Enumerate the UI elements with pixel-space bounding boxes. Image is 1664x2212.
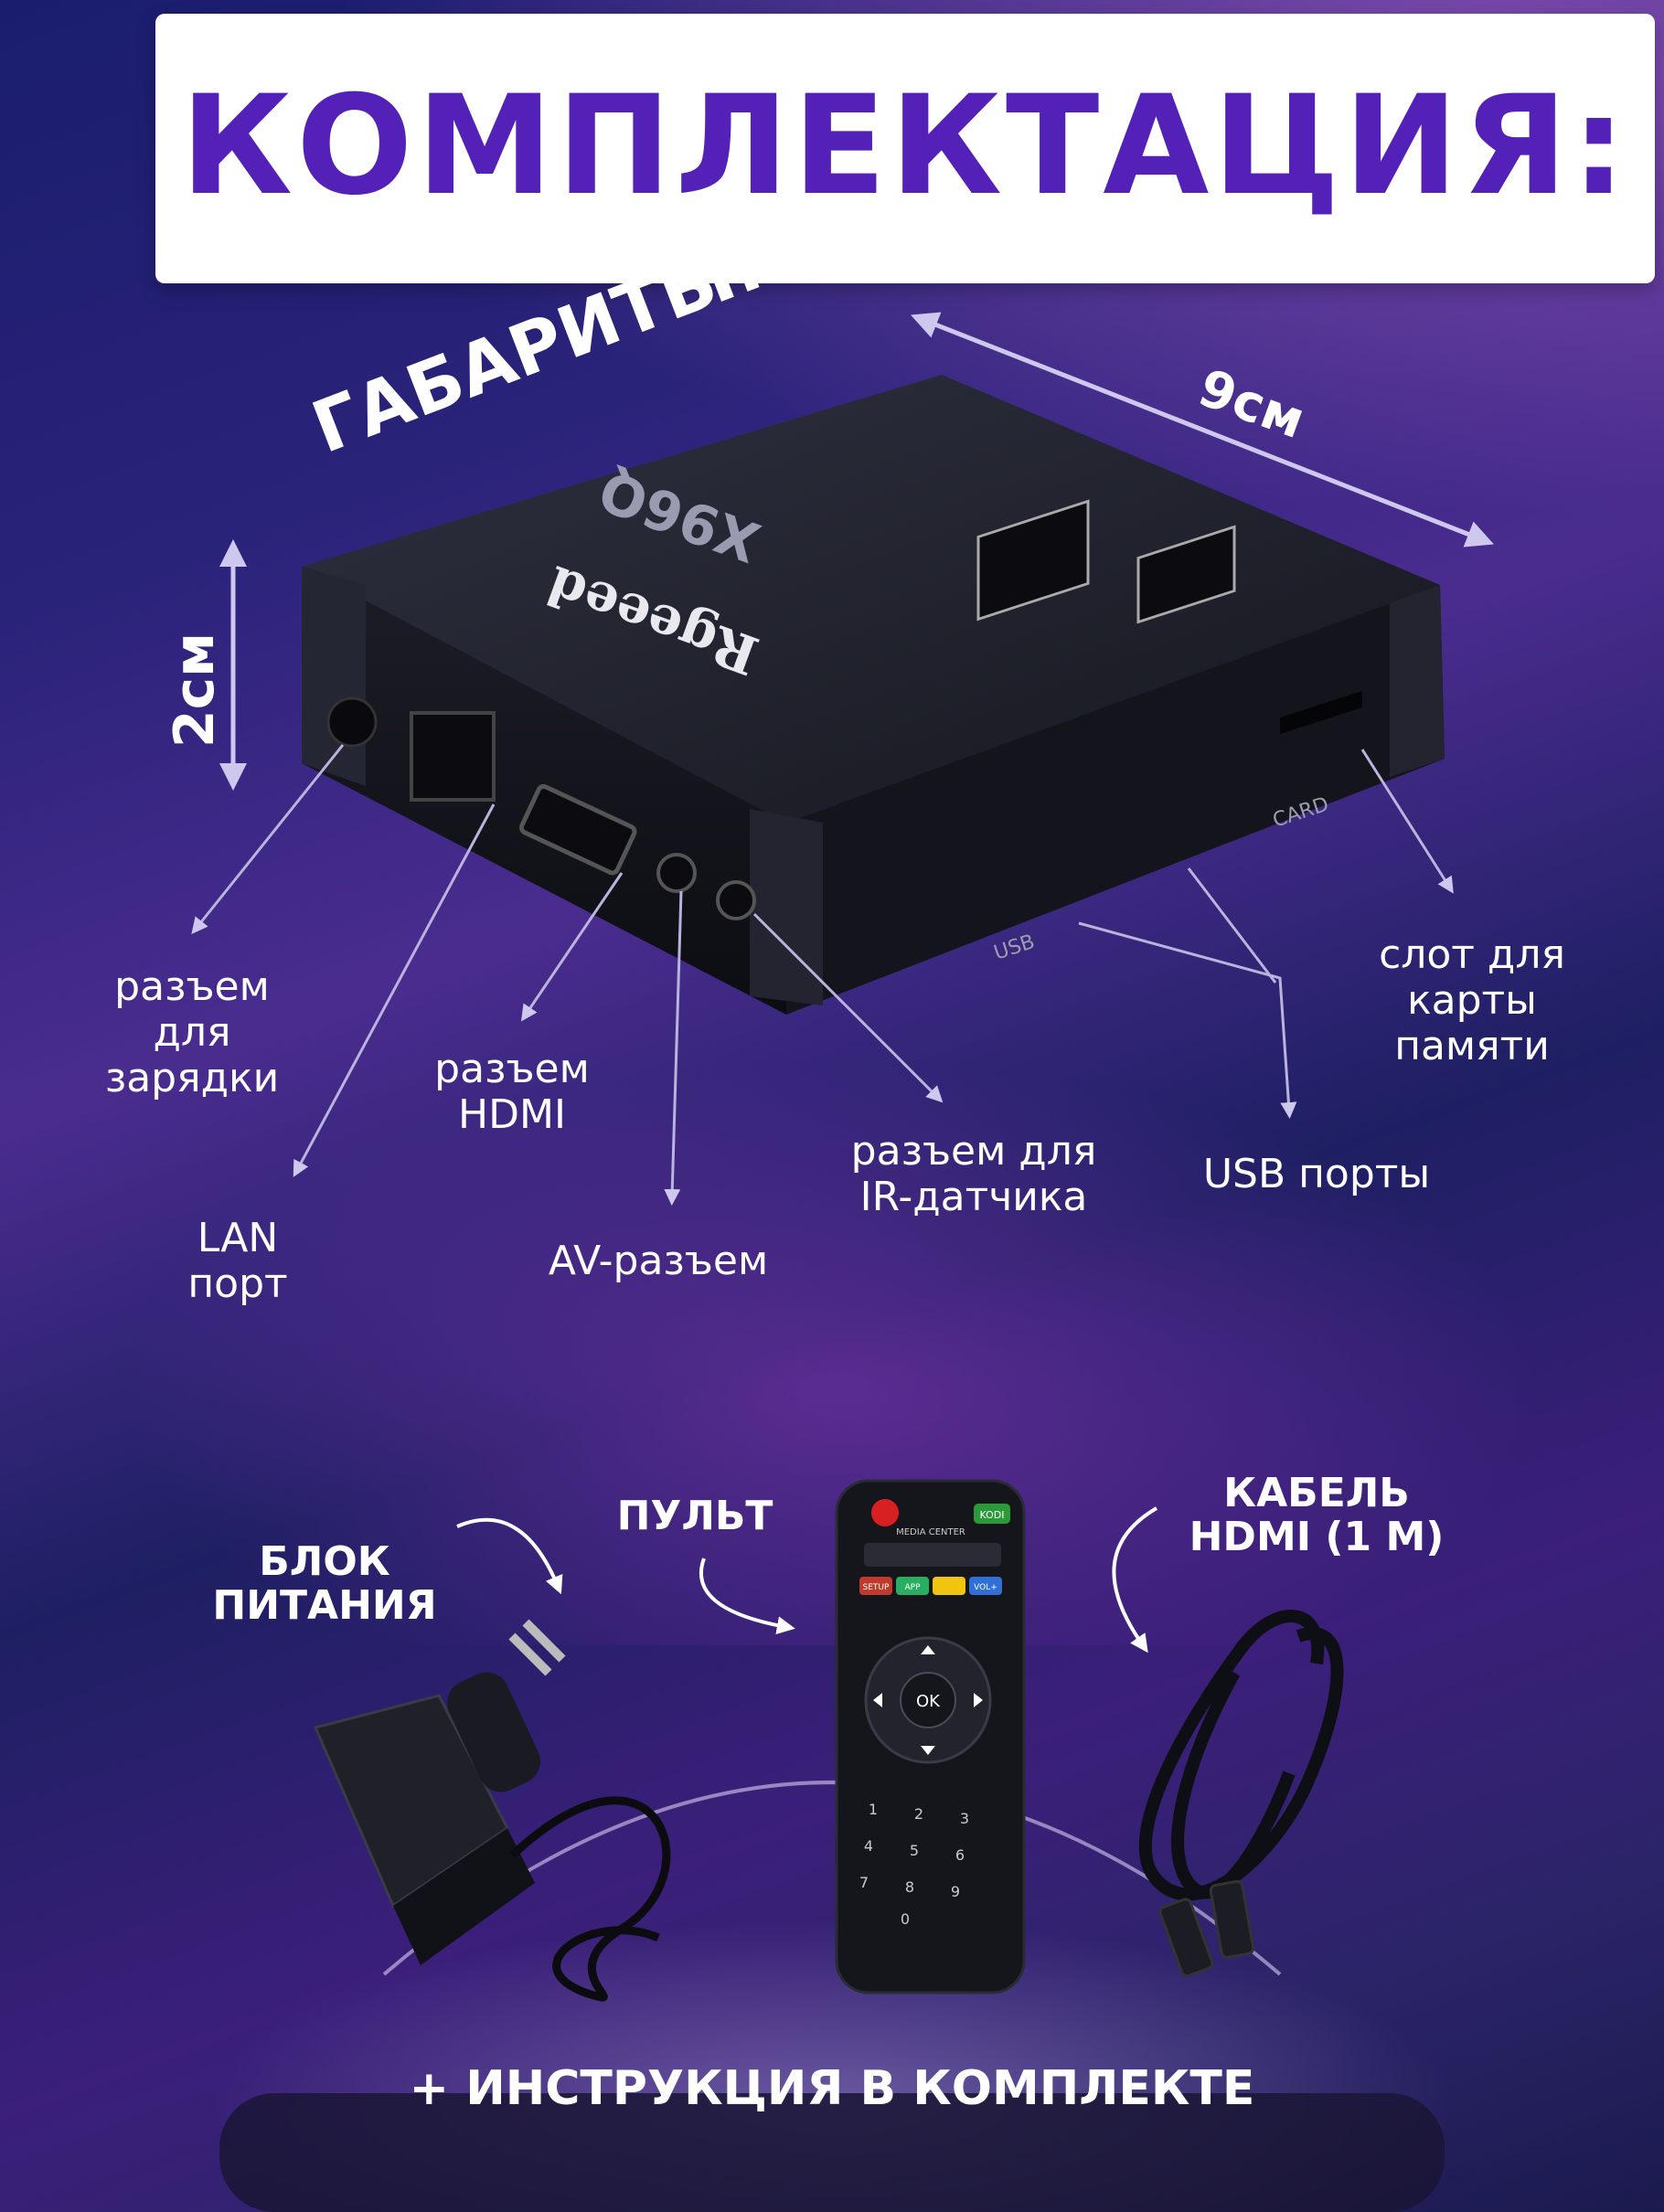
- remote-digit: 7: [859, 1874, 869, 1891]
- tv-box: X96Q Rgeeed USB CARD: [302, 375, 1445, 1015]
- pointer-usb-1: [1078, 921, 1297, 1119]
- kit-remote: ПУЛЬТ: [616, 1493, 773, 1539]
- power-port: [326, 697, 378, 748]
- arrow-power-block: [456, 1517, 563, 1595]
- label-av: AV-разъем: [548, 1238, 769, 1284]
- pedestal-base: [219, 2093, 1445, 2212]
- label-charging: разъем для зарядки: [104, 963, 280, 1101]
- hdmi-cable: [1138, 1610, 1344, 1978]
- svg-text:KODI: KODI: [980, 1509, 1005, 1521]
- pointer-lan: [293, 803, 496, 1177]
- svg-text:APP: APP: [904, 1583, 921, 1592]
- pointer-card: [1360, 749, 1454, 894]
- kit-power-block: БЛОК ПИТАНИЯ: [212, 1538, 437, 1629]
- remote-kodi-button: [974, 1504, 1010, 1524]
- label-lan: LAN порт: [187, 1215, 288, 1307]
- label-hdmi: разъем HDMI: [434, 1046, 590, 1138]
- background-glow-mid: [0, 1005, 1664, 1645]
- remote-power-button: [871, 1499, 899, 1526]
- remote-media-row: [864, 1543, 1001, 1567]
- remote-digit: 8: [905, 1878, 914, 1896]
- remote-digit: 9: [951, 1883, 960, 1900]
- label-ir: разъем для IR-датчика: [850, 1128, 1097, 1220]
- remote-app-button: [896, 1577, 929, 1595]
- width-arrow: [911, 312, 1494, 548]
- kit-cable: КАБЕЛЬ HDMI (1 М): [1189, 1470, 1445, 1560]
- remote-digit: 5: [910, 1842, 919, 1859]
- label-usb: USB порты: [1202, 1151, 1431, 1197]
- remote-vol-button: [969, 1577, 1002, 1595]
- pointer-hdmi: [520, 872, 624, 1022]
- hdmi-port: [518, 783, 637, 876]
- pointer-usb-2: [1187, 867, 1277, 984]
- remote-digit: 2: [914, 1805, 923, 1823]
- remote-digit: 3: [960, 1810, 969, 1827]
- power-adapter: [313, 1619, 671, 2002]
- ir-port: [716, 880, 756, 920]
- tv-box-side: [786, 585, 1445, 1015]
- svg-text:VOL+: VOL+: [974, 1583, 997, 1592]
- remote-digit: 1: [869, 1801, 878, 1818]
- remote-ok-button: [900, 1672, 956, 1728]
- remote-header: MEDIA CENTER: [896, 1527, 965, 1537]
- pointer-ir: [752, 912, 944, 1103]
- remote-control: KODI MEDIA CENTER SETUP APP VOL+ OK 1 2 …: [835, 1479, 1026, 1994]
- remote-digit: 6: [955, 1846, 965, 1864]
- arrow-remote: [699, 1558, 795, 1635]
- pointer-charging: [191, 744, 345, 935]
- label-card-slot: слот для карты памяти: [1379, 931, 1565, 1069]
- remote-yellow-button: [933, 1577, 965, 1595]
- dimension-height: 2см: [163, 632, 228, 749]
- usb-mark: USB: [991, 931, 1038, 965]
- av-port: [656, 853, 697, 893]
- lan-port: [410, 711, 496, 802]
- svg-text:OK: OK: [916, 1692, 941, 1711]
- remote-digit: 4: [864, 1837, 873, 1855]
- svg-text:SETUP: SETUP: [863, 1583, 890, 1592]
- remote-digit: 0: [901, 1910, 910, 1928]
- arrow-cable: [1112, 1506, 1158, 1654]
- card-slot: [1280, 690, 1362, 735]
- remote-setup-button: [859, 1577, 892, 1595]
- pointer-av: [664, 890, 683, 1206]
- title-banner: КОМПЛЕКТАЦИЯ:: [155, 14, 1655, 283]
- footer-note: + ИНСТРУКЦИЯ В КОМПЛЕКТЕ: [409, 2061, 1255, 2116]
- page-title: КОМПЛЕКТАЦИЯ:: [180, 67, 1630, 226]
